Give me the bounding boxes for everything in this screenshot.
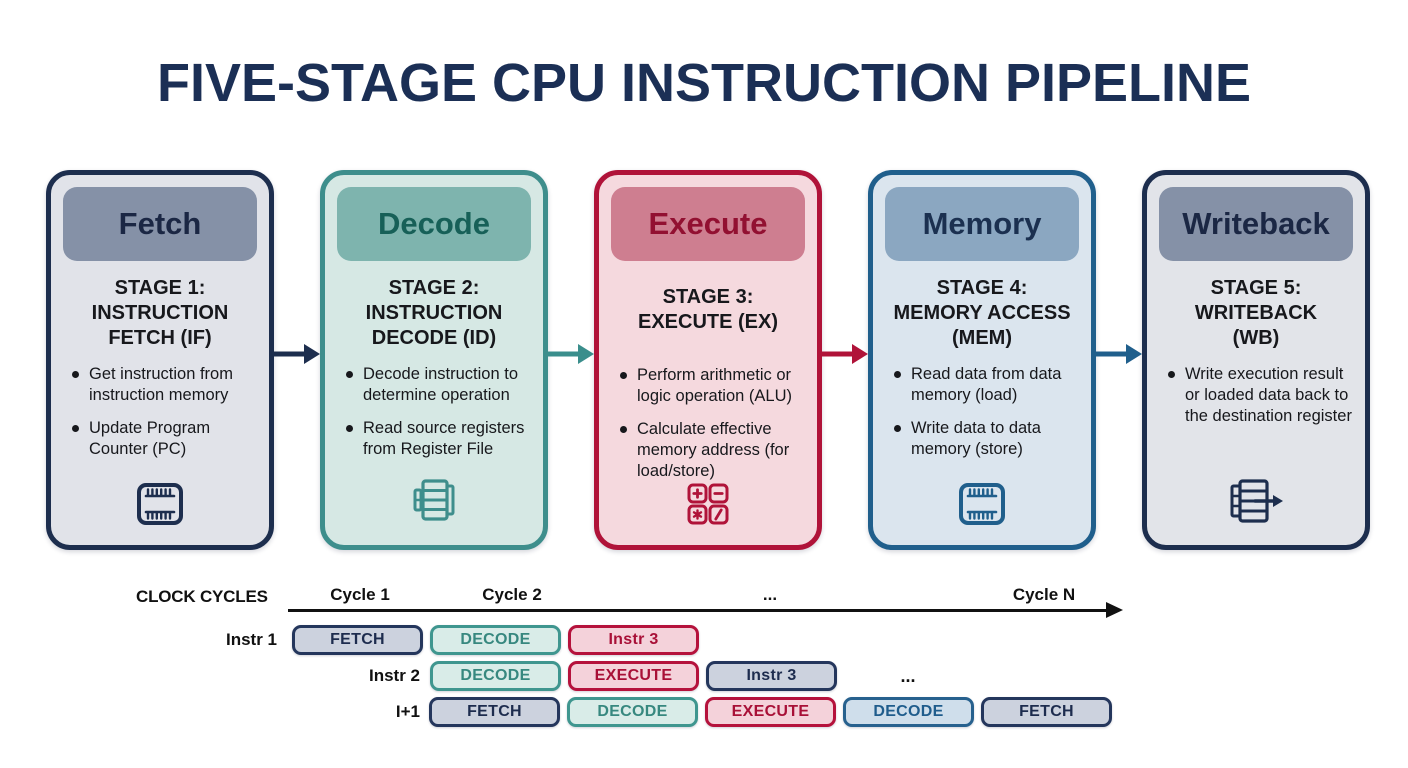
stage-name: Decode bbox=[378, 206, 490, 241]
stage-title: STAGE 2: INSTRUCTION DECODE (ID) bbox=[325, 276, 543, 351]
timeline-box: DECODE bbox=[430, 625, 561, 655]
timeline-box: FETCH bbox=[981, 697, 1112, 727]
bullet-dot bbox=[72, 371, 79, 378]
timeline-box: FETCH bbox=[429, 697, 560, 727]
stage-title: STAGE 4: MEMORY ACCESS (MEM) bbox=[873, 276, 1091, 351]
bullet-item: Calculate effective memory address (for … bbox=[613, 419, 809, 482]
bullet-dot bbox=[72, 425, 79, 432]
cycle-tick-n: Cycle N bbox=[1012, 585, 1076, 604]
stage-title-line: DECODE (ID) bbox=[371, 327, 497, 349]
timeline-box: DECODE bbox=[567, 697, 698, 727]
stage-card-header: Fetch bbox=[63, 187, 257, 261]
stage-title: STAGE 5: WRITEBACK (WB) bbox=[1147, 276, 1365, 351]
stage-card-header: Writeback bbox=[1159, 187, 1353, 261]
stage-title-line: (MEM) bbox=[952, 327, 1012, 349]
cycle-tick-1: Cycle 1 bbox=[330, 585, 390, 604]
bullet-dot bbox=[346, 425, 353, 432]
stage-title-line: WRITEBACK bbox=[1194, 302, 1318, 324]
bullet-text: Perform arithmetic or logic operation (A… bbox=[637, 366, 792, 405]
stage-card-execute: Execute STAGE 3: EXECUTE (EX) Perform ar… bbox=[594, 170, 822, 550]
stage-title-line: MEMORY ACCESS bbox=[893, 302, 1071, 324]
cycle-tick-ellipsis: ... bbox=[762, 585, 778, 604]
stage-card-fetch: Fetch STAGE 1: INSTRUCTION FETCH (IF) Ge… bbox=[46, 170, 274, 550]
stage-title-line: (WB) bbox=[1232, 327, 1280, 349]
bullet-item: Decode instruction to determine operatio… bbox=[339, 364, 535, 406]
bullet-text: Write data to data memory (store) bbox=[911, 419, 1041, 458]
bullet-item: Update Program Counter (PC) bbox=[65, 418, 261, 460]
bullet-dot bbox=[894, 371, 901, 378]
arrow-fetch-to-decode bbox=[274, 344, 320, 364]
stage-title-line: STAGE 4: bbox=[936, 277, 1028, 299]
bullet-dot bbox=[620, 426, 627, 433]
stage-name: Fetch bbox=[118, 206, 202, 241]
row-label-instr-2: Instr 2 bbox=[368, 666, 420, 685]
bullet-text: Decode instruction to determine operatio… bbox=[363, 365, 519, 404]
bullet-text: Write execution result or loaded data ba… bbox=[1185, 365, 1352, 425]
stage-title: STAGE 1: INSTRUCTION FETCH (IF) bbox=[51, 276, 269, 351]
bullet-item: Write data to data memory (store) bbox=[887, 418, 1083, 460]
stage-title-line: FETCH (IF) bbox=[108, 327, 212, 349]
stage-card-header: Decode bbox=[337, 187, 531, 261]
stage-card-header: Memory bbox=[885, 187, 1079, 261]
timeline-box: Instr 3 bbox=[706, 661, 837, 691]
bullet-text: Calculate effective memory address (for … bbox=[637, 420, 790, 480]
timeline-axis-line bbox=[288, 609, 1108, 612]
bullet-text: Update Program Counter (PC) bbox=[89, 419, 211, 458]
clock-cycles-label: CLOCK CYCLES bbox=[136, 587, 268, 606]
row-trailing-ellipsis: ... bbox=[900, 665, 916, 686]
row-label-instr-1: Instr 1 bbox=[225, 630, 277, 649]
bullet-text: Get instruction from instruction memory bbox=[89, 365, 233, 404]
register-writeback-icon bbox=[1227, 478, 1285, 531]
stage-card-decode: Decode STAGE 2: INSTRUCTION DECODE (ID) … bbox=[320, 170, 548, 550]
arrow-execute-to-memory bbox=[822, 344, 868, 364]
stage-name: Writeback bbox=[1182, 206, 1330, 241]
bullet-dot bbox=[620, 372, 627, 379]
stage-title: STAGE 3: EXECUTE (EX) bbox=[599, 285, 817, 335]
stage-title-line: STAGE 1: bbox=[114, 277, 206, 299]
bullet-dot bbox=[894, 425, 901, 432]
bullet-item: Perform arithmetic or logic operation (A… bbox=[613, 365, 809, 407]
timeline-box: EXECUTE bbox=[568, 661, 699, 691]
stage-bullets: Decode instruction to determine operatio… bbox=[339, 364, 535, 460]
timeline-axis-arrowhead bbox=[1106, 602, 1123, 618]
memory-chip-icon bbox=[957, 482, 1007, 531]
bullet-item: Get instruction from instruction memory bbox=[65, 364, 261, 406]
stage-card-header: Execute bbox=[611, 187, 805, 261]
cycle-tick-2: Cycle 2 bbox=[482, 585, 542, 604]
stage-title-line: INSTRUCTION bbox=[91, 302, 229, 324]
stage-bullets: Perform arithmetic or logic operation (A… bbox=[613, 365, 809, 482]
stage-bullets: Get instruction from instruction memory … bbox=[65, 364, 261, 460]
page-title: FIVE-STAGE CPU INSTRUCTION PIPELINE bbox=[156, 53, 1252, 113]
timeline-box: DECODE bbox=[843, 697, 974, 727]
memory-chip-icon bbox=[135, 482, 185, 531]
stage-name: Memory bbox=[922, 206, 1042, 241]
bullet-dot bbox=[346, 371, 353, 378]
stage-name: Execute bbox=[648, 206, 768, 241]
stage-card-memory: Memory STAGE 4: MEMORY ACCESS (MEM) Read… bbox=[868, 170, 1096, 550]
bullet-text: Read source registers from Register File bbox=[363, 419, 525, 458]
stage-title-line: STAGE 3: bbox=[662, 286, 754, 308]
bullet-text: Read data from data memory (load) bbox=[911, 365, 1062, 404]
stage-title-line: STAGE 5: bbox=[1210, 277, 1302, 299]
stage-title-line: STAGE 2: bbox=[388, 277, 480, 299]
bullet-dot bbox=[1168, 371, 1175, 378]
row-label-i-plus-1: I+1 bbox=[395, 702, 420, 721]
stage-title-line: INSTRUCTION bbox=[365, 302, 503, 324]
timeline-box: EXECUTE bbox=[705, 697, 836, 727]
bullet-item: Read source registers from Register File bbox=[339, 418, 535, 460]
timeline-box: Instr 3 bbox=[568, 625, 699, 655]
stage-title-line: EXECUTE (EX) bbox=[637, 311, 779, 333]
timeline-box: DECODE bbox=[430, 661, 561, 691]
stage-bullets: Write execution result or loaded data ba… bbox=[1161, 364, 1357, 427]
stage-card-writeback: Writeback STAGE 5: WRITEBACK (WB) Write … bbox=[1142, 170, 1370, 550]
bullet-item: Read data from data memory (load) bbox=[887, 364, 1083, 406]
alu-operations-icon bbox=[685, 482, 731, 531]
bullet-item: Write execution result or loaded data ba… bbox=[1161, 364, 1357, 427]
arrow-decode-to-execute bbox=[548, 344, 594, 364]
arrow-memory-to-writeback bbox=[1096, 344, 1142, 364]
timeline-box: FETCH bbox=[292, 625, 423, 655]
register-file-icon bbox=[412, 478, 456, 531]
stage-bullets: Read data from data memory (load) Write … bbox=[887, 364, 1083, 460]
